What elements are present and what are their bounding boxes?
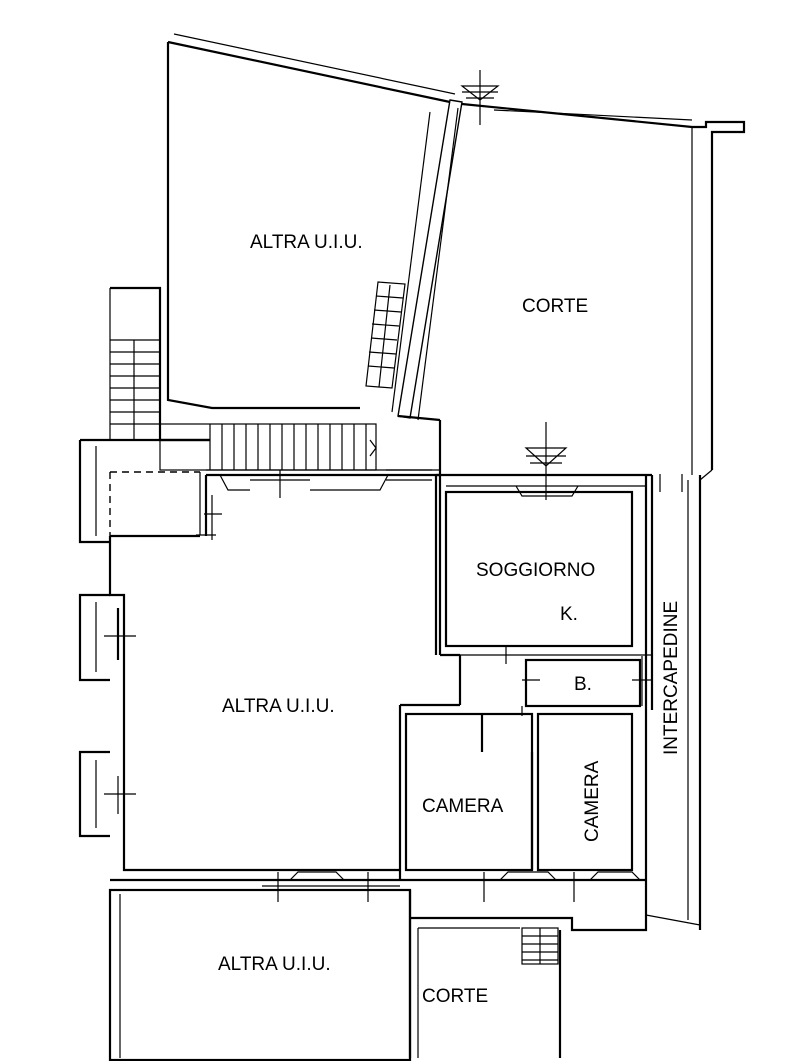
label-middle-unit: ALTRA U.I.U. (222, 696, 335, 717)
upper-left-unit-outline (166, 33, 456, 410)
label-bottom-courtyard: CORTE (422, 986, 488, 1007)
middle-unit-outline (108, 469, 462, 882)
bath-outline (460, 646, 652, 716)
left-bay-window-upper (78, 593, 136, 682)
label-camera-left: CAMERA (422, 796, 504, 817)
left-bay-window-lower (78, 750, 136, 838)
label-bottom-unit: ALTRA U.I.U. (218, 954, 331, 975)
slanted-partition-wall (391, 99, 463, 475)
left-stairs-icon (109, 286, 210, 442)
middle-unit-windows (219, 469, 432, 498)
bottom-unit-outline (108, 888, 412, 1061)
entrance-arrow-icon (460, 70, 500, 125)
label-soggiorno: SOGGIORNO (476, 560, 595, 581)
label-upper-left-unit: ALTRA U.I.U. (250, 232, 363, 253)
bottom-stairs-icon (521, 927, 559, 965)
bottom-courtyard-outline (410, 915, 648, 1058)
landing-outline (78, 438, 222, 544)
living-room-outline (434, 473, 654, 710)
upper-courtyard-outline (461, 102, 746, 930)
label-intercapedine: INTERCAPEDINE (661, 601, 682, 755)
bedrooms-outline (400, 712, 646, 902)
label-upper-courtyard: CORTE (522, 296, 588, 317)
soggiorno-entrance-arrow-icon (524, 422, 568, 474)
label-camera-right: CAMERA (582, 760, 603, 842)
label-kitchen: K. (560, 604, 578, 625)
middle-bottom-windows (262, 871, 400, 902)
horizontal-stairs-icon (159, 423, 377, 471)
label-bath: B. (574, 674, 592, 695)
upper-stairs-icon (365, 281, 406, 389)
intercapedine-outline (644, 474, 701, 926)
